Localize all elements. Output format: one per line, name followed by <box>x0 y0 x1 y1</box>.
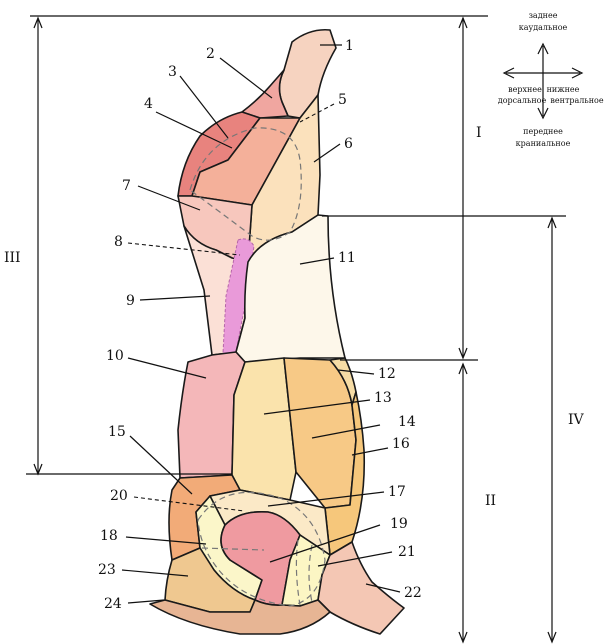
cut-label-22: 22 <box>404 585 422 601</box>
cut-label-6: 6 <box>344 136 353 152</box>
region-III-label: III <box>4 250 21 266</box>
compass-bottom-line1: переднее <box>523 127 563 136</box>
cut-label-1: 1 <box>345 38 354 54</box>
compass-right-line2: вентральное <box>550 96 603 105</box>
carcass <box>150 30 404 634</box>
compass-left-line2: дорсальное <box>498 96 547 105</box>
compass-right-line1: нижнее <box>547 85 580 94</box>
cut-label-3: 3 <box>168 64 177 80</box>
cut-label-8: 8 <box>114 234 123 250</box>
compass-top-line2: каудальное <box>519 23 568 32</box>
cut-label-21: 21 <box>398 544 416 560</box>
compass-bottom-line2: краниальное <box>516 139 571 148</box>
cut-label-16: 16 <box>392 436 410 452</box>
region-IV-label: IV <box>568 412 585 428</box>
cut-label-14: 14 <box>398 414 416 430</box>
cut-label-11: 11 <box>338 250 356 266</box>
cut-label-5: 5 <box>338 92 347 108</box>
cut-label-13: 13 <box>374 390 392 406</box>
cut-label-15: 15 <box>108 424 126 440</box>
cut-label-18: 18 <box>100 528 118 544</box>
compass-left-line1: верхнее <box>508 85 542 94</box>
cut-label-2: 2 <box>206 46 215 62</box>
cut-label-23: 23 <box>98 562 116 578</box>
compass-top-line1: заднее <box>529 11 558 20</box>
cut-label-9: 9 <box>126 293 135 309</box>
cut-label-20: 20 <box>110 488 128 504</box>
cut-label-10: 10 <box>106 348 124 364</box>
cut-label-19: 19 <box>390 516 408 532</box>
cut-label-12: 12 <box>378 366 396 382</box>
cut-22-region <box>318 542 404 634</box>
cut-label-17: 17 <box>388 484 406 500</box>
region-I-label: I <box>476 125 482 141</box>
cut-label-24: 24 <box>104 596 122 612</box>
cut-label-7: 7 <box>122 178 131 194</box>
cut-label-4: 4 <box>144 96 153 112</box>
region-II-label: II <box>485 493 496 509</box>
orientation-compass: заднее каудальное верхнее дорсальное ниж… <box>498 11 604 148</box>
cut-1-region <box>279 30 336 118</box>
